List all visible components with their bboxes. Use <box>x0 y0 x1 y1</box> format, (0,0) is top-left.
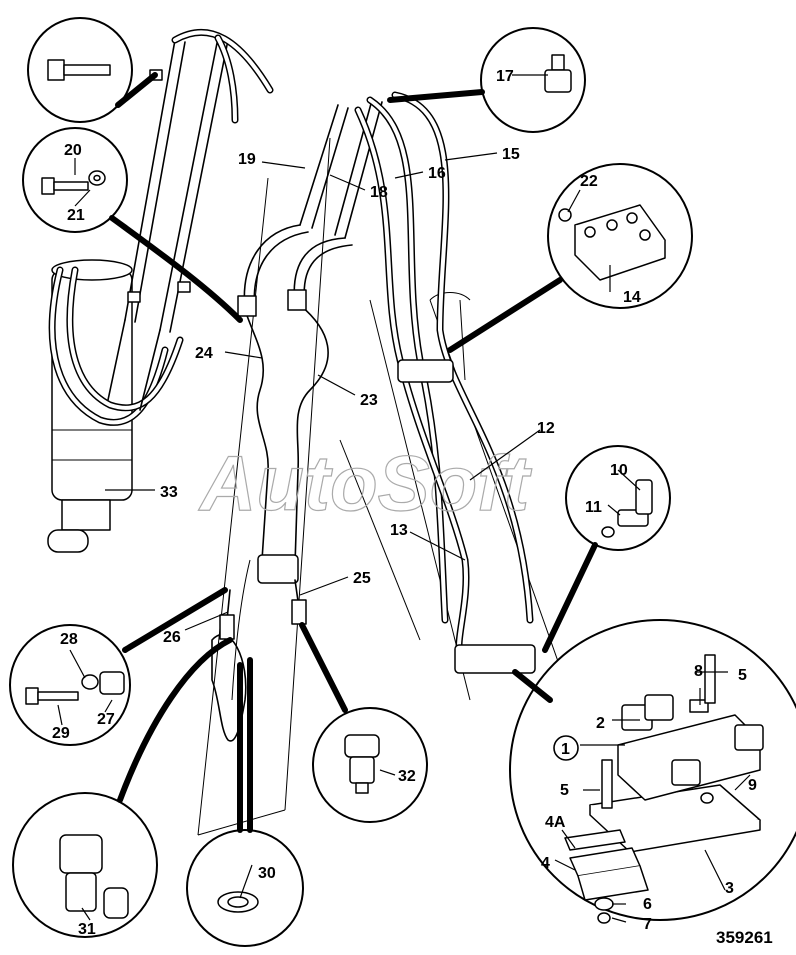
part-label-20: 20 <box>64 142 82 159</box>
bolt-icon <box>41 177 89 195</box>
callout-17-circle <box>387 27 586 133</box>
part-label-16: 16 <box>428 165 446 182</box>
part-label-23: 23 <box>360 392 378 409</box>
part-label-5-left: 5 <box>560 782 569 799</box>
bolt-icon <box>25 687 79 705</box>
hydraulic-ram <box>47 259 184 553</box>
part-label-9: 9 <box>748 777 757 794</box>
part-label-3: 3 <box>725 880 734 897</box>
part-label-28: 28 <box>60 631 78 648</box>
washer-icon <box>88 170 106 186</box>
part-label-8: 8 <box>694 663 703 680</box>
manifold-block-icon <box>589 654 764 853</box>
part-label-27: 27 <box>97 711 115 728</box>
part-label-19: 19 <box>238 151 256 168</box>
coupling-icon <box>344 734 380 794</box>
leader-lines <box>57 74 751 923</box>
part-label-18: 18 <box>370 184 388 201</box>
adapter-icon <box>544 54 572 93</box>
callout-valve-block-circle <box>509 619 796 924</box>
part-label-13: 13 <box>390 522 408 539</box>
part-label-21: 21 <box>67 207 85 224</box>
part-label-4: 4 <box>541 855 550 872</box>
callout-10-11-circle <box>542 445 671 653</box>
bracket-icon <box>564 829 649 901</box>
callout-bolt-circle <box>27 17 158 123</box>
bracket-icon <box>574 204 666 281</box>
part-labels: 1 2 3 4 4A 5 5 6 7 8 9 10 11 12 13 14 15… <box>52 68 757 938</box>
right-hose-set <box>354 91 536 674</box>
callout-31-circle <box>12 637 233 938</box>
part-label-2: 2 <box>596 715 605 732</box>
drawing-number: 359261 <box>716 928 773 947</box>
part-1-ring <box>553 735 579 761</box>
part-label-26: 26 <box>163 629 181 646</box>
part-label-25: 25 <box>353 570 371 587</box>
callout-14-22-circle <box>447 163 693 353</box>
part-label-11: 11 <box>585 499 602 516</box>
part-label-17: 17 <box>496 68 514 85</box>
part-label-4a: 4A <box>545 814 566 831</box>
part-label-5-top: 5 <box>738 667 747 684</box>
part-label-10: 10 <box>610 462 628 479</box>
callout-30-circle <box>186 657 304 947</box>
part-label-31: 31 <box>78 921 96 938</box>
seal-ring-icon <box>217 891 259 913</box>
elbow-icon <box>617 479 653 527</box>
part-label-15: 15 <box>502 146 520 163</box>
part-label-1: 1 <box>561 741 570 758</box>
part-label-22: 22 <box>580 173 598 190</box>
part-label-7: 7 <box>643 916 652 933</box>
callout-27-29-circle <box>9 587 228 746</box>
washer-icon <box>81 674 99 690</box>
part-label-12: 12 <box>537 420 555 437</box>
watermark: AutoSoft <box>198 439 532 527</box>
callout-20-21-circle <box>22 127 243 323</box>
part-label-14: 14 <box>623 289 641 306</box>
part-label-32: 32 <box>398 768 416 785</box>
part-label-6: 6 <box>643 896 652 913</box>
coupling-icon <box>59 834 129 919</box>
callout-32-circle <box>299 622 428 823</box>
left-pipe-set <box>107 28 274 411</box>
part-label-33: 33 <box>160 484 178 501</box>
part-label-30: 30 <box>258 865 276 882</box>
part-label-29: 29 <box>52 725 70 742</box>
part-label-24: 24 <box>195 345 213 362</box>
center-pipe-set <box>219 99 383 641</box>
bolt-icon <box>47 59 111 81</box>
